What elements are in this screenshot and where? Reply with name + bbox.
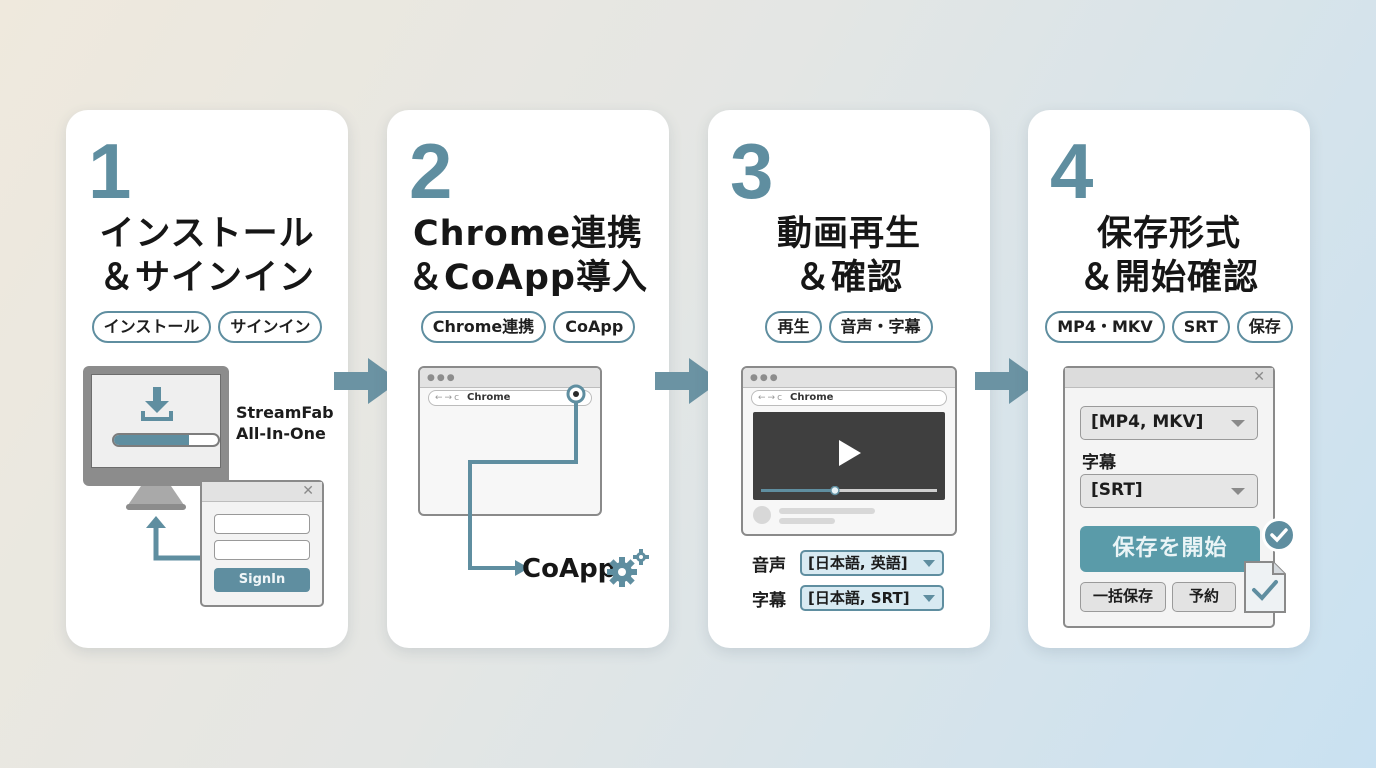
step-title: Chrome連携 ＆CoApp導入	[387, 212, 669, 300]
play-icon[interactable]	[837, 438, 863, 468]
username-field[interactable]	[214, 514, 310, 534]
check-icon	[1262, 518, 1296, 552]
step-tags: インストール サインイン	[66, 311, 348, 343]
tag-pill: SRT	[1171, 311, 1230, 343]
chevron-down-icon	[1231, 420, 1245, 427]
chevron-down-icon	[1231, 488, 1245, 495]
subtitle-label: 字幕	[752, 590, 786, 611]
step-title: 保存形式 ＆開始確認	[1028, 212, 1310, 300]
window-controls-icon: ●●●	[427, 373, 457, 383]
address-text: Chrome	[790, 392, 834, 403]
save-dialog: ✕ [MP4, MKV] 字幕 [SRT] 保存を開始 一括保存 予約	[1063, 366, 1275, 628]
tag-pill: MP4・MKV	[1045, 311, 1165, 343]
nav-arrows-icon: ←→c	[758, 393, 785, 403]
step-card-4: 4 保存形式 ＆開始確認 MP4・MKV SRT 保存 ✕ [MP4, MKV]…	[1028, 110, 1310, 648]
nav-arrows-icon: ←→c	[435, 393, 462, 403]
close-icon[interactable]: ✕	[1253, 369, 1265, 385]
step-title-line-2: ＆開始確認	[1078, 258, 1259, 298]
subtitle-row: 字幕 [日本語, SRT]	[752, 585, 944, 611]
arrow-right-icon	[975, 358, 1041, 404]
tag-pill: 再生	[765, 311, 822, 343]
product-name: StreamFab All-In-One	[236, 402, 334, 444]
install-progress-fill	[114, 435, 189, 445]
step-tags: 再生 音声・字幕	[708, 311, 990, 343]
step-tags: MP4・MKV SRT 保存	[1028, 311, 1310, 343]
document-check-icon	[1244, 561, 1286, 613]
step-title-line-1: Chrome連携	[412, 214, 644, 254]
signin-titlebar: ✕	[202, 482, 322, 502]
tag-pill: 保存	[1236, 311, 1293, 343]
step-title: インストール ＆サインイン	[66, 212, 348, 300]
step-tags: Chrome連携 CoApp	[387, 311, 669, 343]
download-icon	[141, 387, 173, 421]
step-title-line-2: ＆確認	[794, 258, 903, 298]
step-title-line-1: 動画再生	[776, 214, 921, 254]
audio-row: 音声 [日本語, 英語]	[752, 550, 944, 576]
browser-titlebar: ●●●	[420, 368, 600, 388]
subtitle-dropdown[interactable]: [日本語, SRT]	[800, 585, 944, 611]
subtitle-select[interactable]: [SRT]	[1080, 474, 1258, 508]
monitor-stand	[126, 486, 186, 508]
step-card-2: 2 Chrome連携 ＆CoApp導入 Chrome連携 CoApp ●●● ←…	[387, 110, 669, 648]
tag-pill: CoApp	[553, 311, 636, 343]
window-controls-icon: ●●●	[750, 373, 780, 383]
address-bar[interactable]: ←→c Chrome	[751, 390, 947, 406]
step-number: 3	[730, 127, 774, 215]
format-value: [MP4, MKV]	[1091, 412, 1204, 432]
step-card-3: 3 動画再生 ＆確認 再生 音声・字幕 ●●● ←→c Chrome	[708, 110, 990, 648]
arrow-right-icon	[655, 358, 721, 404]
arrow-right-icon	[334, 358, 400, 404]
password-field[interactable]	[214, 540, 310, 560]
dialog-titlebar: ✕	[1065, 368, 1273, 388]
batch-save-button[interactable]: 一括保存	[1080, 582, 1166, 612]
browser-titlebar: ●●●	[743, 368, 955, 388]
chevron-down-icon	[923, 560, 935, 567]
signin-button[interactable]: SignIn	[214, 568, 310, 592]
product-name-line-2: All-In-One	[236, 424, 326, 443]
install-progress-bar	[112, 433, 220, 447]
monitor-illustration	[83, 366, 229, 486]
step-title-line-1: 保存形式	[1096, 214, 1241, 254]
step-number: 2	[409, 127, 453, 215]
tag-pill: サインイン	[218, 311, 323, 343]
video-seek-bar[interactable]	[761, 486, 937, 496]
address-text: Chrome	[467, 392, 511, 403]
signin-window: ✕ SignIn	[200, 480, 324, 607]
format-select[interactable]: [MP4, MKV]	[1080, 406, 1258, 440]
video-meta-line	[779, 508, 875, 514]
start-save-button[interactable]: 保存を開始	[1080, 526, 1260, 572]
subtitle-value: [日本語, SRT]	[808, 589, 910, 607]
product-name-line-1: StreamFab	[236, 403, 334, 422]
audio-dropdown[interactable]: [日本語, 英語]	[800, 550, 944, 576]
chevron-down-icon	[923, 595, 935, 602]
audio-label: 音声	[752, 555, 786, 576]
flow-arrow-icon	[146, 516, 201, 561]
gear-icon	[607, 549, 649, 587]
tag-pill: 音声・字幕	[828, 311, 933, 343]
close-icon[interactable]: ✕	[302, 483, 314, 499]
video-meta-line	[779, 518, 835, 524]
channel-avatar	[753, 506, 771, 524]
step-title-line-2: ＆CoApp導入	[408, 258, 648, 298]
schedule-button[interactable]: 予約	[1172, 582, 1236, 612]
coapp-label: CoApp	[522, 554, 617, 584]
monitor-base	[126, 504, 186, 510]
step-title: 動画再生 ＆確認	[708, 212, 990, 300]
address-bar[interactable]: ←→c Chrome	[428, 390, 592, 406]
step-number: 1	[88, 127, 132, 215]
tag-pill: インストール	[91, 311, 212, 343]
step-title-line-2: ＆サインイン	[98, 258, 315, 298]
video-player[interactable]	[753, 412, 945, 500]
step-number: 4	[1050, 127, 1094, 215]
browser-window: ●●● ←→c Chrome	[741, 366, 957, 536]
subtitle-label: 字幕	[1082, 453, 1116, 473]
extension-connector	[468, 384, 586, 576]
audio-value: [日本語, 英語]	[808, 554, 908, 572]
monitor-screen	[91, 374, 221, 468]
step-card-1: 1 インストール ＆サインイン インストール サインイン StreamFab A…	[66, 110, 348, 648]
tag-pill: Chrome連携	[420, 311, 547, 343]
subtitle-value: [SRT]	[1091, 480, 1143, 500]
step-title-line-1: インストール	[99, 214, 315, 254]
